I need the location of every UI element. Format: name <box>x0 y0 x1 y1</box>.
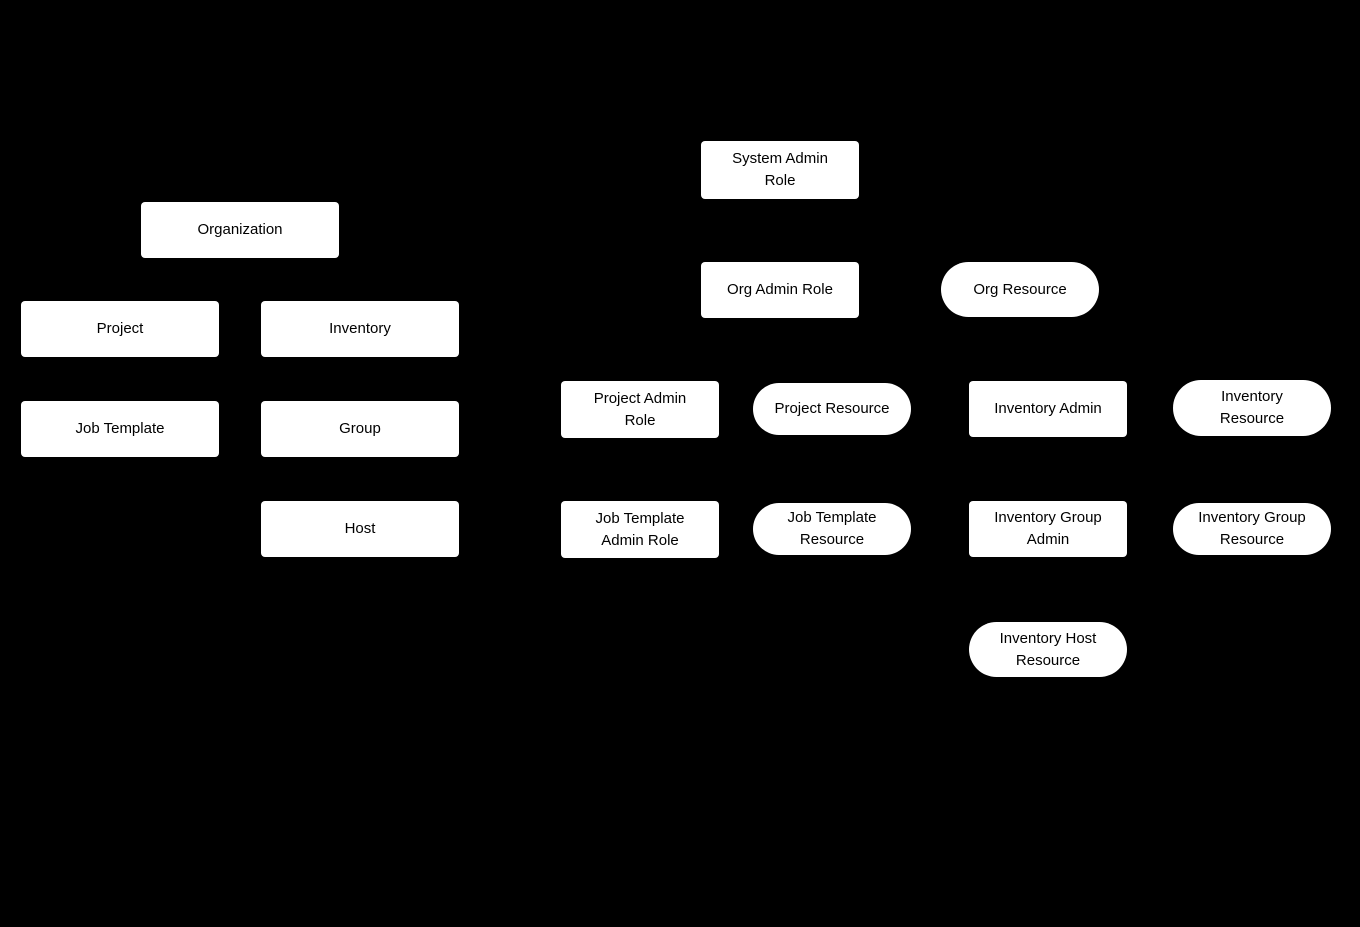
node-label: Organization <box>197 221 283 239</box>
node-label: Inventory <box>329 320 391 338</box>
node-label: Job Template Resource <box>787 509 877 548</box>
node-project-admin-role: Project Admin Role <box>561 381 719 438</box>
node-label: Job Template <box>75 420 165 438</box>
node-inventory: Inventory <box>261 301 459 357</box>
node-label: Inventory Resource <box>1219 388 1285 427</box>
node-label: Project Admin Role <box>593 389 687 429</box>
node-label: System Admin Role <box>732 150 828 189</box>
node-inventory-group-admin: Inventory Group Admin <box>969 501 1127 557</box>
node-label: Project <box>96 320 144 338</box>
node-label: Inventory Group Admin <box>994 509 1102 548</box>
node-label: Inventory Group Resource <box>1198 509 1306 548</box>
node-label: Job Template Admin Role <box>595 509 685 549</box>
node-label: Project Resource <box>774 400 890 418</box>
node-job-template: Job Template <box>21 401 219 457</box>
node-label: Group <box>339 420 381 438</box>
node-inventory-host-resource: Inventory Host Resource <box>969 622 1127 677</box>
node-label: Org Admin Role <box>727 281 833 299</box>
node-project-resource: Project Resource <box>753 383 911 435</box>
node-project: Project <box>21 301 219 357</box>
node-label: Host <box>344 520 376 538</box>
node-inventory-group-resource: Inventory Group Resource <box>1173 503 1331 555</box>
node-organization: Organization <box>141 202 339 258</box>
node-inventory-resource: Inventory Resource <box>1173 380 1331 436</box>
node-label: Org Resource <box>973 280 1067 298</box>
node-host: Host <box>261 501 459 557</box>
node-label: Inventory Host Resource <box>999 629 1097 669</box>
node-org-resource: Org Resource <box>941 262 1099 317</box>
node-system-admin-role: System Admin Role <box>701 141 859 199</box>
node-group: Group <box>261 401 459 457</box>
node-job-template-resource: Job Template Resource <box>753 503 911 555</box>
node-inventory-admin: Inventory Admin <box>969 381 1127 437</box>
node-job-template-admin-role: Job Template Admin Role <box>561 501 719 558</box>
node-label: Inventory Admin <box>994 400 1102 418</box>
node-org-admin-role: Org Admin Role <box>701 262 859 318</box>
